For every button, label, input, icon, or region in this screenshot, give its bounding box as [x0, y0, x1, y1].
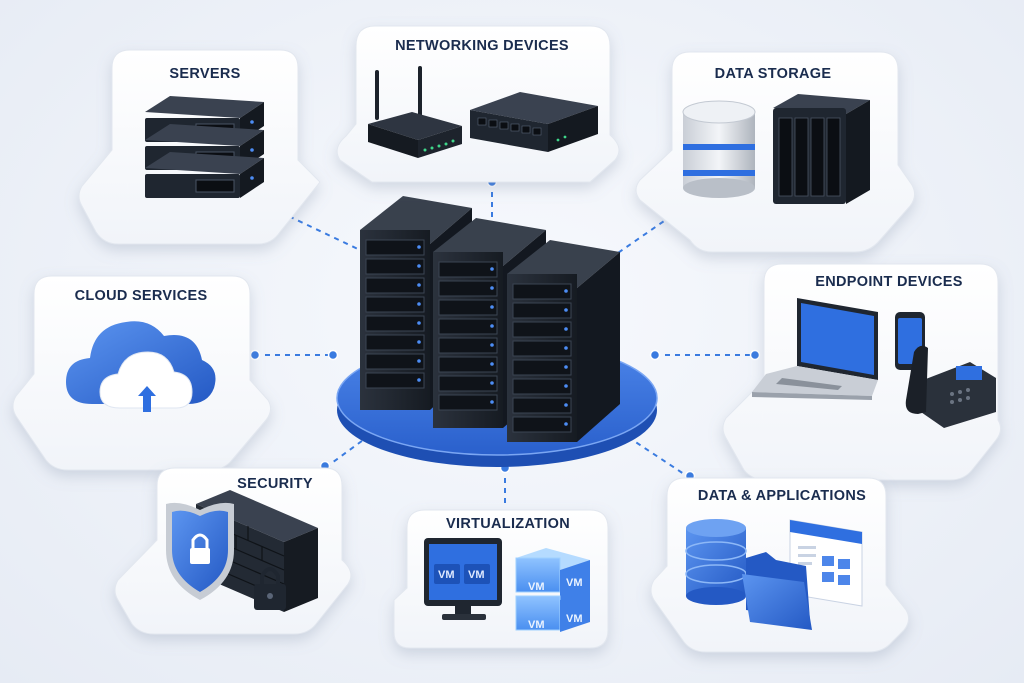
vm-label-1: VM: [438, 569, 455, 581]
servers-icon: [145, 96, 264, 198]
vm-label-2: VM: [468, 569, 485, 581]
database-cylinder-icon: [683, 101, 755, 198]
node-title-networking: NETWORKING DEVICES: [395, 38, 569, 54]
node-title-storage: DATA STORAGE: [715, 66, 832, 82]
node-title-servers: SERVERS: [169, 66, 240, 82]
vm-label-3: VM: [528, 581, 545, 593]
card-data-apps: [651, 478, 909, 652]
vm-cubes-icon: VM VM VM VM: [516, 548, 590, 632]
vm-label-6: VM: [566, 613, 583, 625]
card-storage: [636, 52, 915, 252]
node-title-security: SECURITY: [237, 476, 313, 492]
nas-device-icon: [773, 94, 870, 204]
database-stack-icon: [686, 519, 746, 605]
card-security: [115, 468, 351, 634]
vm-label-5: VM: [528, 619, 545, 631]
node-title-cloud: CLOUD SERVICES: [75, 288, 208, 304]
central-hub: [337, 196, 657, 467]
connector-data-apps: [628, 437, 690, 478]
server-rack-3: [507, 240, 620, 442]
vm-label-4: VM: [566, 577, 583, 589]
card-cloud: [13, 276, 271, 470]
node-title-data-apps: DATA & APPLICATIONS: [698, 488, 866, 504]
node-title-endpoints: ENDPOINT DEVICES: [815, 274, 962, 290]
card-endpoints: [723, 264, 1001, 480]
node-title-virtualization: VIRTUALIZATION: [446, 516, 570, 532]
